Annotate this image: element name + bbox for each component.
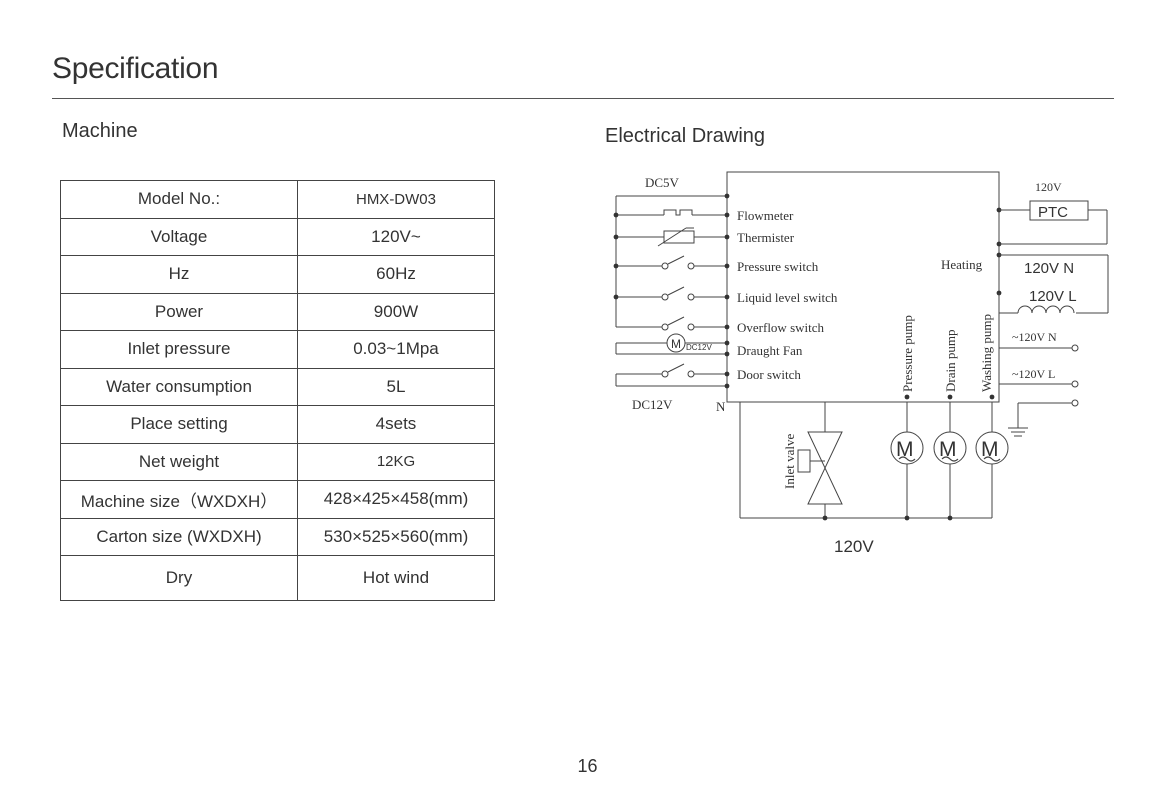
spec-value: 900W [297,292,495,331]
fan-motor-m: M [671,337,681,351]
controller-box [726,171,1000,403]
spec-value: 428×425×458(mm) [297,480,495,519]
table-row: Place setting 4sets [60,405,495,444]
draught-fan-symbol [615,333,727,355]
pressure-switch-symbol [616,255,727,270]
ptc-voltage-label: 120V [1035,180,1062,194]
table-row: Carton size (WXDXH) 530×525×560(mm) [60,517,495,556]
machine-spec-table: Model No.: HMX-DW03 Voltage 120V~ Hz 60H… [60,180,495,601]
spec-value: 120V~ [297,217,495,256]
left-junction-dots [613,193,730,389]
pressure-pump-symbol [890,402,924,518]
machine-heading: Machine [62,120,138,142]
table-row: Net weight 12KG [60,442,495,481]
ground-symbol [1008,399,1079,437]
spec-label: Machine size（WXDXH） [60,480,298,519]
spec-value: 4sets [297,405,495,444]
drain-pump-m: M [939,438,957,461]
spec-value: 60Hz [297,255,495,294]
door-switch-symbol [615,363,727,387]
table-row: Power 900W [60,292,495,331]
flowmeter-symbol [616,209,727,216]
page-number: 16 [577,756,598,776]
pressure-pump-label: Pressure pump [900,315,915,392]
electrical-diagram: DC5V Flowmeter Thermister Pressure switc… [613,171,1109,556]
inlet-valve-label: Inlet valve [782,434,797,489]
dc5v-label: DC5V [645,175,680,190]
washing-pump-label: Washing pump [979,314,994,392]
page-title: Specification [52,52,219,85]
spec-value: 12KG [297,442,495,481]
table-row: Inlet pressure 0.03~1Mpa [60,330,495,369]
spec-label: Place setting [60,405,298,444]
draught-fan-label: Draught Fan [737,343,803,358]
liquid-level-switch-symbol [616,286,727,301]
mains-n-label: ~120V N [1012,330,1057,344]
bottom-120v-label: 120V [834,537,874,556]
spec-value: 5L [297,367,495,406]
title-divider [52,98,1114,99]
thermister-label: Thermister [737,230,795,245]
liquid-level-switch-label: Liquid level switch [737,290,838,305]
pressure-pump-m: M [896,438,914,461]
heating-120vl-label: 120V L [1029,288,1077,305]
thermister-symbol [616,227,727,247]
inlet-valve-symbol [797,402,843,518]
spec-label: Power [60,292,298,331]
pump-tilde-marks [898,456,1001,462]
dc12v-label: DC12V [632,397,673,412]
ptc-label: PTC [1038,204,1068,221]
spec-label: Voltage [60,217,298,256]
spec-label: Net weight [60,442,298,481]
spec-value: Hot wind [297,555,495,601]
overflow-switch-label: Overflow switch [737,320,825,335]
table-row: Model No.: HMX-DW03 [60,180,495,219]
drain-pump-symbol [933,402,967,518]
table-row: Dry Hot wind [60,555,495,601]
heating-label: Heating [941,257,983,272]
table-row: Machine size（WXDXH） 428×425×458(mm) [60,480,495,519]
spec-label: Water consumption [60,367,298,406]
n-label: N [716,399,726,414]
mains-input-n [999,344,1079,352]
spec-label: Carton size (WXDXH) [60,517,298,556]
flowmeter-label: Flowmeter [737,208,794,223]
mains-input-l [999,380,1079,388]
spec-value: 0.03~1Mpa [297,330,495,369]
ptc-heater-symbol [999,200,1108,245]
spec-value: 530×525×560(mm) [297,517,495,556]
washing-pump-m: M [981,438,999,461]
table-row: Water consumption 5L [60,367,495,406]
door-switch-label: Door switch [737,367,801,382]
mains-l-label: ~120V L [1012,367,1055,381]
overflow-switch-symbol [616,316,727,331]
washing-pump-symbol [975,402,1009,518]
spec-label: Model No.: [60,180,298,219]
spec-label: Hz [60,255,298,294]
heating-120vn-label: 120V N [1024,260,1074,277]
table-row: Voltage 120V~ [60,217,495,256]
heating-element-symbol [998,254,1109,314]
electrical-heading: Electrical Drawing [605,125,766,147]
table-row: Hz 60Hz [60,255,495,294]
spec-value: HMX-DW03 [297,180,495,219]
pressure-switch-label: Pressure switch [737,259,819,274]
fan-dc12v-label: DC12V [686,343,712,352]
spec-label: Dry [60,555,298,601]
drain-pump-label: Drain pump [943,330,958,392]
spec-label: Inlet pressure [60,330,298,369]
